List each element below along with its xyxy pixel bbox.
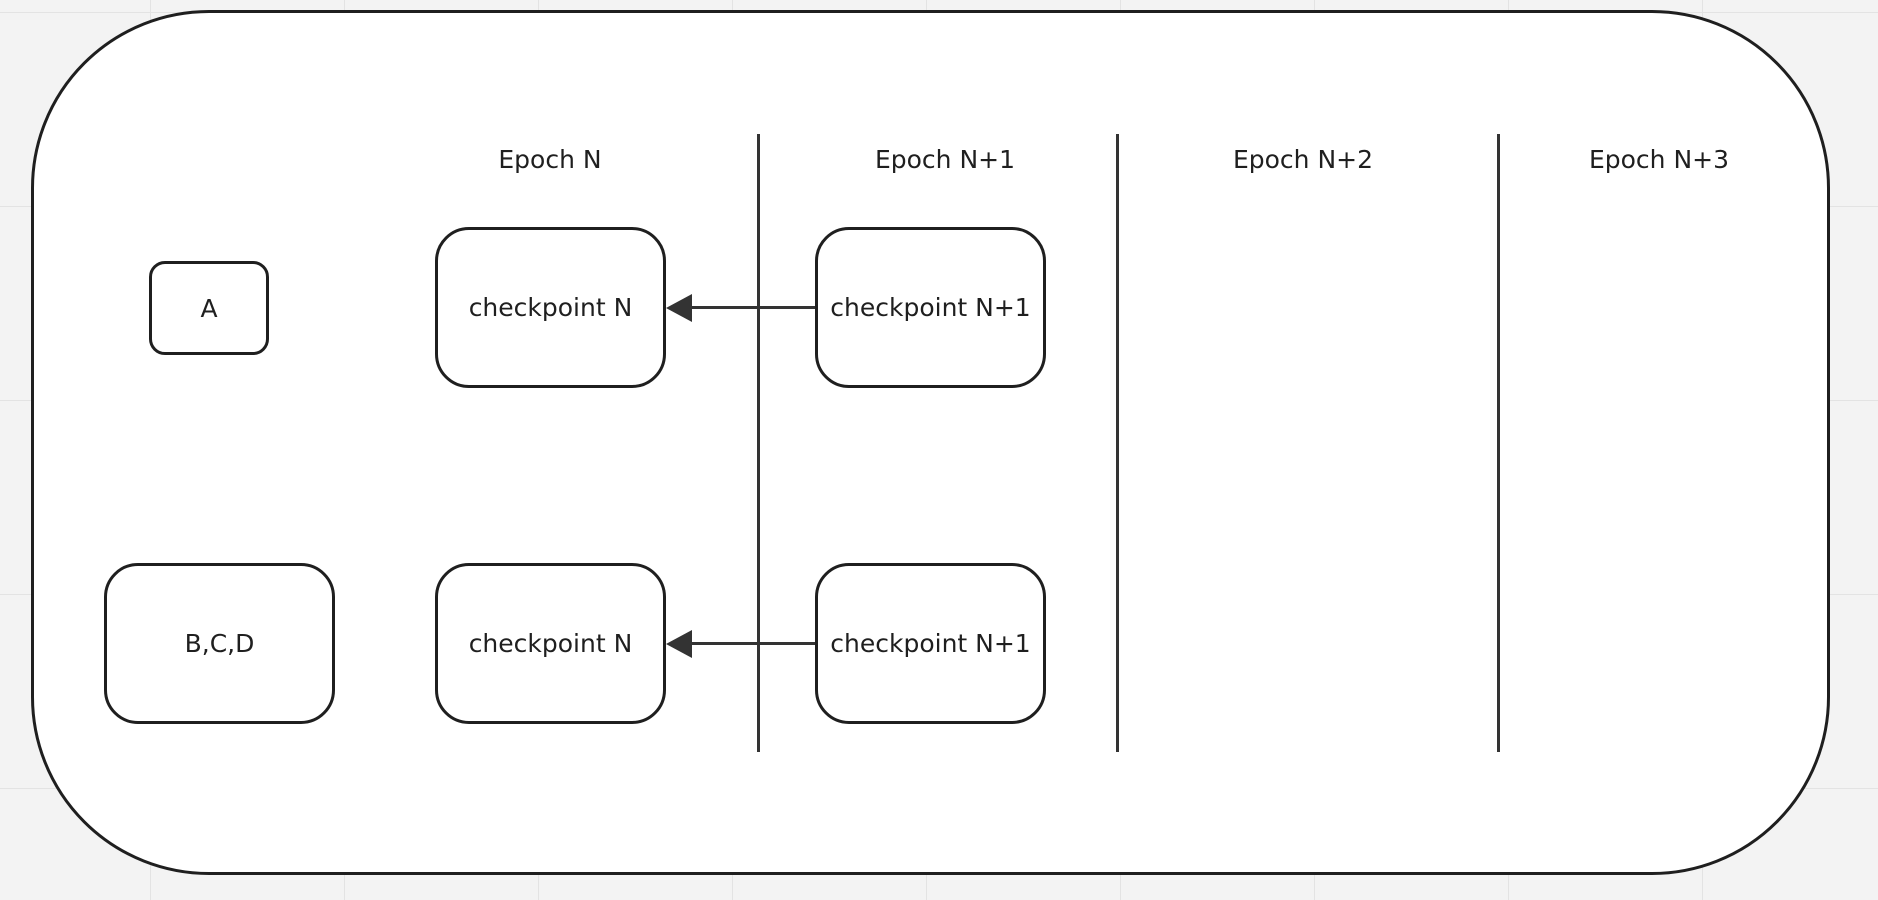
- column-header-epoch-n-plus-3: Epoch N+3: [1588, 145, 1730, 174]
- node-row1-checkpoint-n[interactable]: checkpoint N: [435, 227, 666, 388]
- node-row1-checkpoint-n-plus-1[interactable]: checkpoint N+1: [815, 227, 1046, 388]
- column-header-epoch-n-plus-2: Epoch N+2: [1232, 145, 1374, 174]
- column-header-epoch-n: Epoch N: [498, 145, 602, 174]
- arrow-row2-head-icon: [666, 630, 692, 658]
- diagram-frame: [31, 10, 1830, 875]
- node-row2-checkpoint-n-plus-1-label: checkpoint N+1: [830, 629, 1031, 658]
- node-row2-checkpoint-n-plus-1[interactable]: checkpoint N+1: [815, 563, 1046, 724]
- node-group-bcd[interactable]: B,C,D: [104, 563, 335, 724]
- node-group-a-label: A: [200, 293, 218, 323]
- column-header-epoch-n-plus-1: Epoch N+1: [874, 145, 1016, 174]
- arrow-row1-line: [690, 306, 815, 309]
- node-row2-checkpoint-n-label: checkpoint N: [468, 629, 633, 658]
- node-row1-checkpoint-n-plus-1-label: checkpoint N+1: [830, 293, 1031, 322]
- epoch-divider-2: [1116, 134, 1119, 752]
- node-group-bcd-label: B,C,D: [184, 629, 255, 658]
- node-row2-checkpoint-n[interactable]: checkpoint N: [435, 563, 666, 724]
- epoch-divider-3: [1497, 134, 1500, 752]
- node-group-a[interactable]: A: [149, 261, 269, 355]
- node-row1-checkpoint-n-label: checkpoint N: [468, 293, 633, 322]
- arrow-row1-head-icon: [666, 294, 692, 322]
- epoch-divider-1: [757, 134, 760, 752]
- arrow-row2-line: [690, 642, 815, 645]
